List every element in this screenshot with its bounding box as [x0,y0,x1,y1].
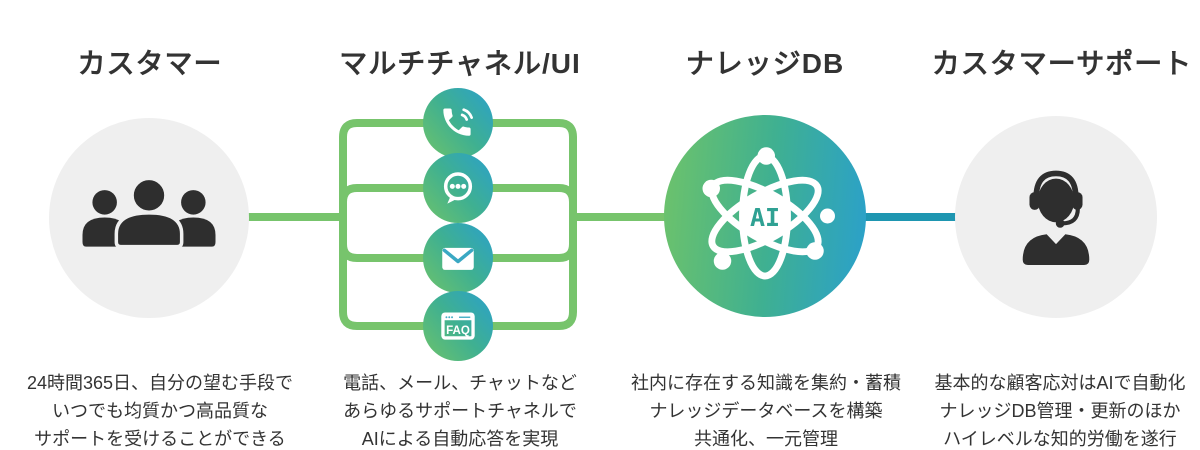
faq-icon: FAQ [441,312,475,340]
description-line: ハイレベルな知的労働を遂行 [943,429,1177,449]
chat-channel-badge [423,153,493,223]
customer-circle [49,118,249,318]
ai-atom-icon: AI [702,147,835,280]
mail-icon [442,247,474,270]
column-title-knowledge-db: ナレッジDB [685,48,845,79]
support-agent-circle [955,116,1157,318]
people-icon [82,179,216,249]
description-line: サポートを受けることができる [34,429,286,449]
description-line: 社内に存在する知識を集約・蓄積 [631,373,901,393]
description-line: ナレッジデータベースを構築 [649,401,883,421]
description-line: あらゆるサポートチャネルで [343,401,577,421]
column-title-channels: マルチチャネル/UI [339,48,581,79]
chat-icon [443,172,473,204]
column-title-support: カスタマーサポート [931,48,1193,79]
faq-label: FAQ [446,325,470,337]
description-line: ナレッジDB管理・更新のほか [939,401,1181,421]
description-customer: 24時間365日、自分の望む手段で いつでも均質かつ高品質な サポートを受けるこ… [0,369,320,450]
description-line: AIによる自動応答を実現 [361,429,559,449]
ai-label: AI [750,203,780,232]
description-channels: 電話、メール、チャットなど あらゆるサポートチャネルで AIによる自動応答を実現 [300,369,620,450]
phone-icon [443,108,473,136]
column-title-customer: カスタマー [77,48,223,79]
headset-agent-icon [1022,170,1090,265]
description-line: 電話、メール、チャットなど [343,373,577,393]
mail-channel-badge [423,223,493,293]
description-line: 共通化、一元管理 [694,429,838,449]
description-knowledge-db: 社内に存在する知識を集約・蓄積 ナレッジデータベースを構築 共通化、一元管理 [606,369,926,450]
knowledge-db-circle: AI [664,115,866,317]
description-line: 基本的な顧客応対はAIで自動化 [934,373,1186,393]
description-line: 24時間365日、自分の望む手段で [26,373,294,393]
phone-channel-badge [423,88,493,158]
description-support: 基本的な顧客応対はAIで自動化 ナレッジDB管理・更新のほか ハイレベルな知的労… [900,369,1200,450]
description-line: いつでも均質かつ高品質な [52,401,268,421]
faq-channel-badge: FAQ [423,291,493,361]
